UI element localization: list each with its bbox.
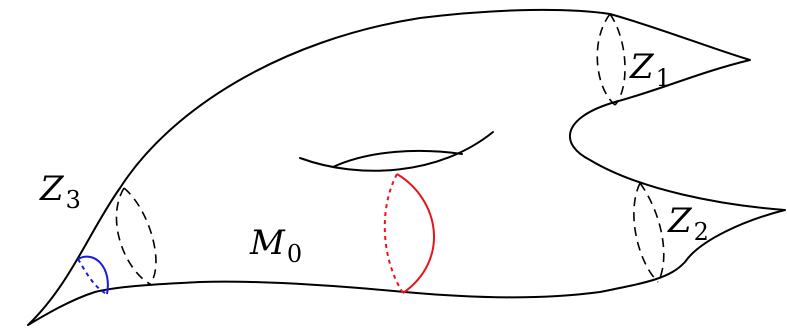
handle-upper-curve	[332, 149, 463, 168]
surface-outline-top	[27, 8, 786, 326]
red-loop-dotted	[383, 173, 404, 294]
label-z1: Z1	[629, 47, 671, 92]
red-loop-solid	[396, 173, 436, 294]
cuff-z1	[596, 13, 626, 106]
label-z3: Z3	[39, 169, 81, 214]
blue-loop-dotted	[77, 258, 108, 295]
label-z2: Z2	[667, 201, 709, 246]
cuff-z2	[633, 182, 665, 283]
cuff-z3	[115, 187, 157, 285]
label-m0: M0	[249, 223, 302, 268]
blue-loop-solid	[77, 255, 109, 295]
handle-lower-curve	[299, 131, 494, 172]
